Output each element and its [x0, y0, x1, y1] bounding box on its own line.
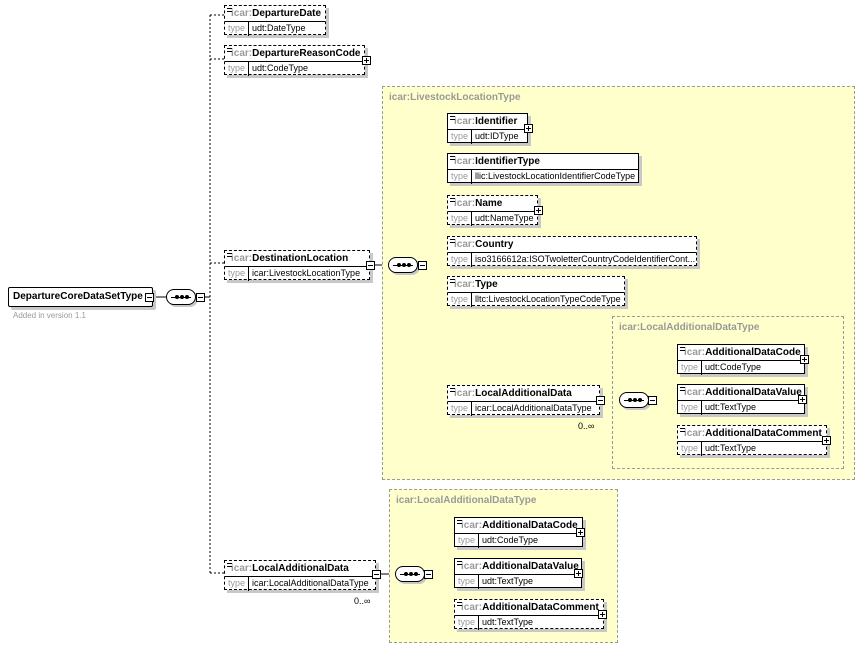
expand-icon[interactable]	[798, 395, 807, 404]
element-name: Identifier	[475, 116, 518, 127]
collapse-icon[interactable]	[372, 570, 381, 579]
element-name: LocalAdditionalData	[475, 388, 572, 399]
expand-icon[interactable]	[574, 569, 583, 578]
element-type: icar:LocalAdditionalDataType	[252, 578, 369, 588]
element-name: AdditionalDataCode	[482, 520, 578, 531]
sequence-compositor-icon[interactable]	[166, 289, 196, 305]
expand-icon[interactable]	[598, 610, 607, 619]
element-name: Country	[475, 239, 514, 250]
element-type: lltc:LivestockLocationTypeCodeType	[475, 294, 621, 304]
expand-icon[interactable]	[534, 206, 543, 215]
root-element[interactable]: DepartureCoreDataSetType	[8, 287, 153, 307]
element-name: AdditionalDataValue	[705, 387, 802, 398]
element-type: udt:TextType	[482, 576, 534, 586]
element-name: Type	[475, 279, 498, 290]
element-type: udt:IDType	[475, 131, 519, 141]
collapse-icon[interactable]	[366, 261, 375, 270]
element-name: LocalAdditionalData	[252, 563, 349, 574]
element-type: icar:LivestockLocationType	[252, 268, 361, 278]
expand-icon[interactable]	[576, 528, 585, 537]
sequence-compositor-icon[interactable]	[619, 392, 649, 408]
expand-icon[interactable]	[524, 124, 533, 133]
element-type: udt:DateType	[252, 23, 306, 33]
element-type: udt:TextType	[705, 402, 757, 412]
element-type: udt:TextType	[482, 617, 534, 627]
element-name: AdditionalDataComment	[705, 428, 822, 439]
cardinality-label: 0..∞	[578, 421, 595, 431]
sequence-collapse-icon[interactable]	[418, 261, 427, 270]
element-name: AdditionalDataComment	[482, 602, 599, 613]
element-name: IdentifierType	[475, 156, 540, 167]
group-label: icar:LocalAdditionalDataType	[619, 322, 760, 333]
root-note: Added in version 1.1	[13, 311, 86, 320]
element-name: DepartureReasonCode	[252, 48, 361, 59]
element-name: DepartureDate	[252, 8, 322, 19]
sequence-collapse-icon[interactable]	[648, 396, 657, 405]
expand-icon[interactable]	[822, 436, 831, 445]
group-inner-local-additional-data-type: icar:LocalAdditionalDataType	[612, 316, 844, 469]
group-label: icar:LivestockLocationType	[389, 92, 521, 103]
root-collapse-icon[interactable]	[145, 293, 154, 302]
group-label: icar:LocalAdditionalDataType	[396, 495, 537, 506]
cardinality-label: 0..∞	[354, 596, 371, 606]
root-element-name: DepartureCoreDataSetType	[13, 291, 143, 302]
element-type: udt:TextType	[705, 443, 757, 453]
element-type: udt:NameType	[475, 213, 534, 223]
sequence-compositor-icon[interactable]	[395, 566, 425, 582]
element-type: udt:CodeType	[252, 63, 309, 73]
collapse-icon[interactable]	[596, 396, 605, 405]
sequence-collapse-icon[interactable]	[424, 570, 433, 579]
element-type: iso3166612a:ISOTwoletterCountryCodeIdent…	[475, 254, 696, 264]
element-name: AdditionalDataCode	[705, 347, 801, 358]
sequence-compositor-icon[interactable]	[388, 257, 418, 273]
expand-icon[interactable]	[800, 355, 809, 364]
sequence-collapse-icon[interactable]	[196, 293, 205, 302]
element-type: udt:CodeType	[705, 362, 762, 372]
element-name: AdditionalDataValue	[482, 561, 579, 572]
element-type: udt:CodeType	[482, 535, 539, 545]
element-type: icar:LocalAdditionalDataType	[475, 403, 592, 413]
element-name: DestinationLocation	[252, 253, 349, 264]
element-name: Name	[475, 198, 503, 209]
element-type: llic:LivestockLocationIdentifierCodeType	[475, 171, 636, 181]
expand-icon[interactable]	[362, 56, 371, 65]
